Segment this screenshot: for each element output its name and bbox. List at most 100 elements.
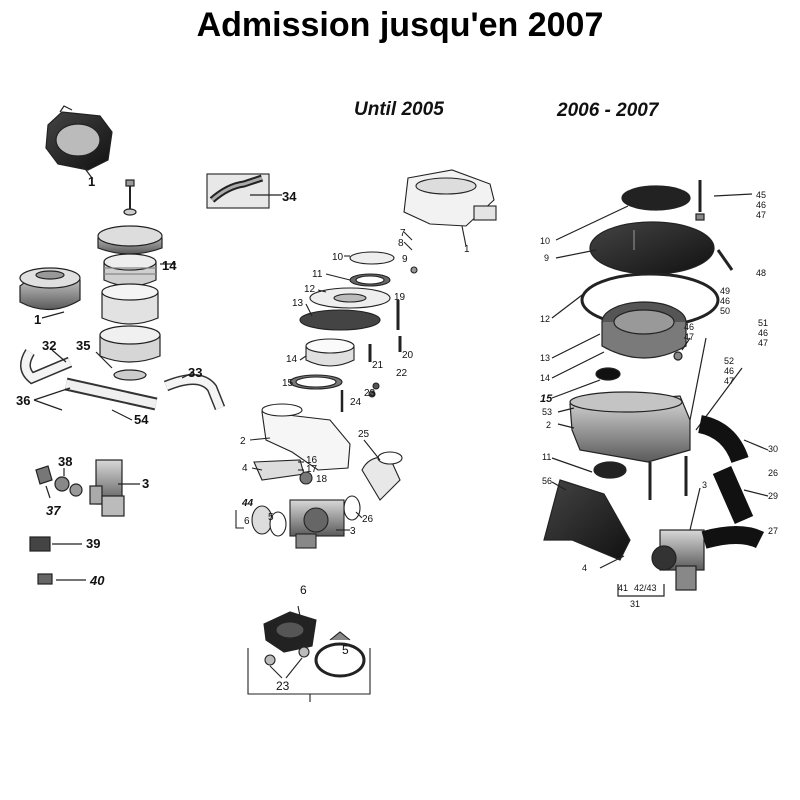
callouts-right: 45 46 47 10 9 48 49 46 50 12 46 47 51 46… — [540, 190, 778, 609]
callout-left-1: 1 — [88, 174, 95, 189]
callout-mid-20: 20 — [402, 350, 414, 361]
part-carburetor-3-mid — [289, 499, 350, 549]
part-39 — [29, 536, 82, 552]
callout-mid-5-detail: 5 — [342, 643, 349, 657]
callout-mid-5: 5 — [268, 512, 274, 523]
callout-right-46b: 46 — [720, 296, 730, 306]
callout-mid-22: 22 — [396, 368, 408, 379]
callout-left-34: 34 — [282, 189, 297, 204]
page-title: Admission jusqu'en 2007 — [196, 6, 604, 44]
part-18 — [299, 471, 313, 485]
callout-mid-44: 44 — [241, 498, 254, 509]
callout-right-2: 2 — [546, 420, 551, 430]
callout-left-35: 35 — [76, 338, 90, 353]
part-ring-15-right — [551, 367, 621, 399]
callout-right-4: 4 — [582, 563, 587, 573]
part-element-13-14 — [551, 301, 687, 379]
callout-mid-12: 12 — [304, 284, 316, 295]
part-40 — [37, 573, 86, 585]
callout-right-30: 30 — [768, 444, 778, 454]
callout-mid-23: 23 — [364, 388, 376, 399]
part-washers-23-detail — [264, 646, 310, 679]
callout-mid-3: 3 — [350, 526, 356, 537]
callout-left-3: 3 — [142, 476, 149, 491]
callout-mid-9: 9 — [402, 254, 408, 265]
callout-right-15: 15 — [540, 393, 553, 405]
right-group — [543, 180, 769, 597]
callout-mid-13: 13 — [292, 298, 304, 309]
part-gasket-13 — [299, 303, 381, 331]
callout-mid-15: 15 — [282, 378, 294, 389]
part-filter-housing-dark — [45, 105, 113, 179]
part-hose-25 — [361, 439, 403, 501]
callout-left-36: 36 — [16, 393, 30, 408]
callout-right-47b: 47 — [684, 332, 694, 342]
callout-right-29: 29 — [768, 491, 778, 501]
callout-mid-17: 17 — [306, 464, 318, 475]
part-airbox-cover-1 — [403, 169, 497, 247]
part-airbox-2 — [249, 403, 351, 471]
part-manifold-44 — [235, 505, 287, 537]
callout-right-52: 52 — [724, 356, 734, 366]
section-label-2006-2007: 2006 - 2007 — [557, 100, 659, 121]
callout-right-46e: 46 — [724, 366, 734, 376]
callout-left-1b: 1 — [34, 312, 41, 327]
callout-left-38: 38 — [58, 454, 72, 469]
callout-right-42-43: 42/43 — [634, 583, 657, 593]
part-housing-left-1 — [19, 267, 81, 319]
detail-bracket-31 — [617, 584, 665, 597]
part-bracket-4 — [251, 459, 305, 481]
callout-mid-26: 26 — [362, 514, 374, 525]
callout-mid-4: 4 — [242, 463, 248, 474]
part-cover-10 — [344, 251, 395, 265]
callout-mid-18: 18 — [316, 474, 328, 485]
part-lid-9 — [555, 221, 715, 275]
part-plate-12 — [309, 287, 391, 309]
callout-mid-6-detail: 6 — [300, 583, 307, 597]
part-intake-6-detail — [263, 605, 317, 653]
part-clamp-26 — [343, 495, 363, 521]
callout-left-39: 39 — [86, 536, 100, 551]
middle-group — [235, 169, 497, 702]
callouts-middle: 1 7 8 9 10 11 12 19 13 14 20 21 15 22 23… — [240, 228, 470, 693]
callouts-left: 1 34 14 1 32 35 33 36 54 38 37 3 39 40 — [16, 174, 297, 588]
callout-right-50: 50 — [720, 306, 730, 316]
callout-left-14: 14 — [162, 258, 177, 273]
part-carburetor-3-right — [651, 487, 765, 591]
callout-right-46: 46 — [756, 200, 766, 210]
callout-mid-2: 2 — [240, 436, 246, 447]
part-ring-11-right — [551, 457, 627, 479]
callout-mid-11: 11 — [312, 269, 323, 280]
callout-right-14: 14 — [540, 373, 550, 383]
callout-right-46c: 46 — [684, 322, 694, 332]
callout-left-37: 37 — [46, 503, 61, 518]
callout-mid-21: 21 — [372, 360, 384, 371]
leader-35 — [95, 351, 113, 369]
part-hose-36-54 — [33, 377, 158, 421]
callout-right-13: 13 — [540, 353, 550, 363]
callout-right-12: 12 — [540, 314, 550, 324]
callout-right-45: 45 — [756, 190, 766, 200]
callout-left-40: 40 — [89, 573, 105, 588]
callout-right-9: 9 — [544, 253, 549, 263]
callout-right-51: 51 — [758, 318, 768, 328]
part-ring-15 — [289, 374, 343, 390]
callout-right-47d: 47 — [724, 376, 734, 386]
part-clamp-5-detail — [314, 631, 366, 678]
part-cover-10-right — [555, 185, 691, 241]
callout-right-11: 11 — [542, 452, 551, 462]
callout-right-47c: 47 — [758, 338, 768, 348]
callout-right-53: 53 — [542, 407, 552, 417]
callout-right-31: 31 — [630, 599, 640, 609]
callout-mid-7: 7 — [400, 228, 406, 239]
part-bracket-4-right — [543, 479, 631, 569]
callout-left-33: 33 — [188, 365, 202, 380]
callout-right-46d: 46 — [758, 328, 768, 338]
callout-mid-10: 10 — [332, 252, 344, 263]
callout-right-49: 49 — [720, 286, 730, 296]
callout-mid-6: 6 — [244, 516, 250, 527]
part-hose-32 — [20, 349, 73, 385]
part-fittings-46-47-49 — [673, 337, 691, 361]
callout-left-54: 54 — [134, 412, 149, 427]
